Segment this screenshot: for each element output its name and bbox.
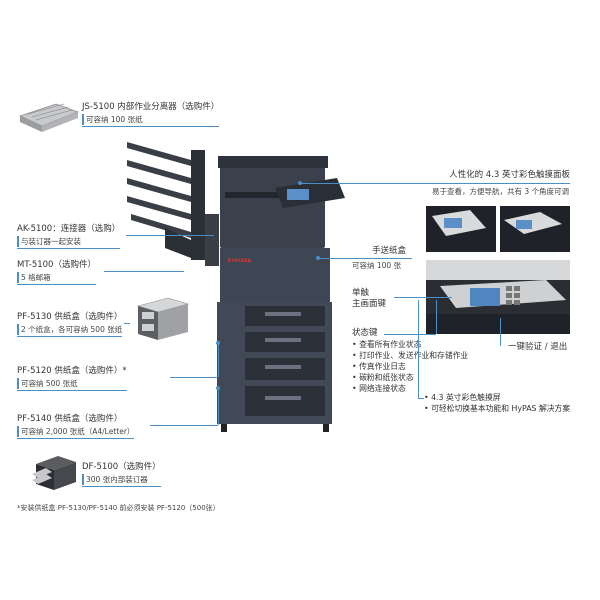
label-single-touch: 单触 主画面键	[352, 288, 386, 310]
label-pf5140: PF-5140 供纸盒（选购件） 可容纳 2,000 张纸（A4/Letter）	[17, 414, 135, 439]
mfp-machine-image	[127, 142, 345, 432]
status-keys-item: 碳粉和纸张状态	[352, 372, 468, 383]
pf5130-leader	[124, 323, 130, 324]
mt5100-desc: 5 格邮箱	[17, 272, 96, 283]
status-keys-leader-v	[436, 300, 437, 334]
status-keys-item: 查看所有作业状态	[352, 339, 468, 350]
single-touch-line2: 主画面键	[352, 299, 387, 309]
ak5100-title: AK-5100：连接器（选购）	[17, 224, 121, 234]
touch-panel-dot	[298, 181, 302, 185]
pf5140-desc: 可容纳 2,000 张纸（A4/Letter）	[17, 426, 134, 437]
pf5140-leader-v	[218, 388, 219, 425]
touch-panel-desc: 易于查看，方便导航，共有 3 个角度可调	[432, 187, 570, 196]
panel-photo-right	[500, 206, 570, 252]
mt5100-title: MT-5100（选购件）	[17, 260, 96, 270]
label-login-logout: 一键验证 / 退出	[508, 342, 567, 353]
footnote: *安装供纸盒 PF-5130/PF-5140 前必须安装 PF-5120（500…	[17, 504, 220, 512]
pf5120-leader	[170, 377, 218, 378]
pf5120-dot	[216, 341, 220, 345]
login-logout-leader	[500, 318, 501, 346]
pf5120-title: PF-5120 供纸盒（选购件）*	[17, 366, 127, 376]
touchscreen-item: 4.3 英寸彩色触摸屏	[424, 392, 570, 403]
pf5140-title: PF-5140 供纸盒（选购件）	[17, 414, 123, 424]
label-pf5120: PF-5120 供纸盒（选购件）* 可容纳 500 张纸	[17, 366, 127, 391]
label-pf5130: PF-5130 供纸盒（选购件） 2 个纸盒，各可容纳 500 张纸	[17, 312, 123, 337]
panel-photo-left	[426, 206, 496, 252]
label-touchscreen: 4.3 英寸彩色触摸屏 可轻松切换基本功能和 HyPAS 解决方案	[424, 392, 570, 414]
status-keys-title: 状态键	[352, 328, 378, 338]
manual-tray-dot	[316, 256, 320, 260]
status-keys-item: 传真作业日志	[352, 361, 468, 372]
label-ak5100: AK-5100：连接器（选购） 与装订器一起安装	[17, 224, 121, 249]
touch-panel-desc-wrap: 易于查看，方便导航，共有 3 个角度可调	[432, 186, 569, 197]
touchscreen-leader	[418, 300, 419, 398]
pf5130-cassette-image	[136, 297, 190, 340]
pf5140-leader	[150, 425, 218, 426]
touchscreen-list: 4.3 英寸彩色触摸屏 可轻松切换基本功能和 HyPAS 解决方案	[424, 392, 570, 414]
ak5100-desc: 与装订器一起安装	[17, 236, 120, 247]
mt5100-leader	[104, 271, 184, 272]
js5100-tray-image	[18, 103, 80, 132]
label-touch-panel: 人性化的 4.3 英寸彩色触摸面板	[400, 170, 570, 181]
single-touch-leader	[394, 297, 452, 298]
label-manual-tray: 手送纸盒	[372, 246, 406, 257]
touchscreen-leader-h	[418, 398, 424, 399]
manual-tray-desc-wrap: 可容纳 100 张	[352, 260, 401, 271]
manual-tray-leader	[318, 258, 412, 259]
df5100-title: DF-5100（选购件）	[82, 462, 161, 472]
manual-tray-desc: 可容纳 100 张	[352, 261, 402, 270]
brand-logo: KYOCERA	[228, 258, 252, 263]
label-js5100: JS-5100 内部作业分离器（选购件） 可容纳 100 张纸	[82, 102, 220, 127]
pf5130-title: PF-5130 供纸盒（选购件）	[17, 312, 123, 322]
df5100-desc: 300 张内部装订器	[82, 474, 161, 485]
touch-panel-leader	[300, 183, 570, 184]
login-logout-text: 一键验证 / 退出	[508, 342, 568, 352]
js5100-desc: 可容纳 100 张纸	[82, 114, 219, 125]
status-keys-item: 网络连接状态	[352, 383, 468, 394]
pf5140-dot	[216, 386, 220, 390]
js5100-title: JS-5100 内部作业分离器（选购件）	[82, 102, 220, 112]
status-keys-list: 查看所有作业状态 打印作业、发送作业和存储作业 传真作业日志 碳粉和纸张状态 网…	[352, 339, 468, 394]
touch-panel-title: 人性化的 4.3 英寸彩色触摸面板	[449, 170, 570, 180]
manual-tray-title: 手送纸盒	[372, 246, 407, 256]
status-keys-leader	[384, 334, 436, 335]
label-df5100: DF-5100（选购件） 300 张内部装订器	[82, 462, 161, 487]
pf5130-desc: 2 个纸盒，各可容纳 500 张纸	[17, 324, 122, 335]
label-mt5100: MT-5100（选购件） 5 格邮箱	[17, 260, 96, 285]
status-keys-item: 打印作业、发送作业和存储作业	[352, 350, 468, 361]
pf5120-leader-v	[218, 343, 219, 377]
single-touch-line1: 单触	[352, 288, 370, 298]
mailbox-trays	[127, 142, 205, 260]
touchscreen-item: 可轻松切换基本功能和 HyPAS 解决方案	[424, 403, 570, 414]
pf5120-desc: 可容纳 500 张纸	[17, 378, 127, 389]
label-status-keys: 状态键 查看所有作业状态 打印作业、发送作业和存储作业 传真作业日志 碳粉和纸张…	[352, 328, 468, 394]
ak5100-leader	[126, 235, 214, 236]
df5100-finisher-image	[32, 456, 76, 490]
